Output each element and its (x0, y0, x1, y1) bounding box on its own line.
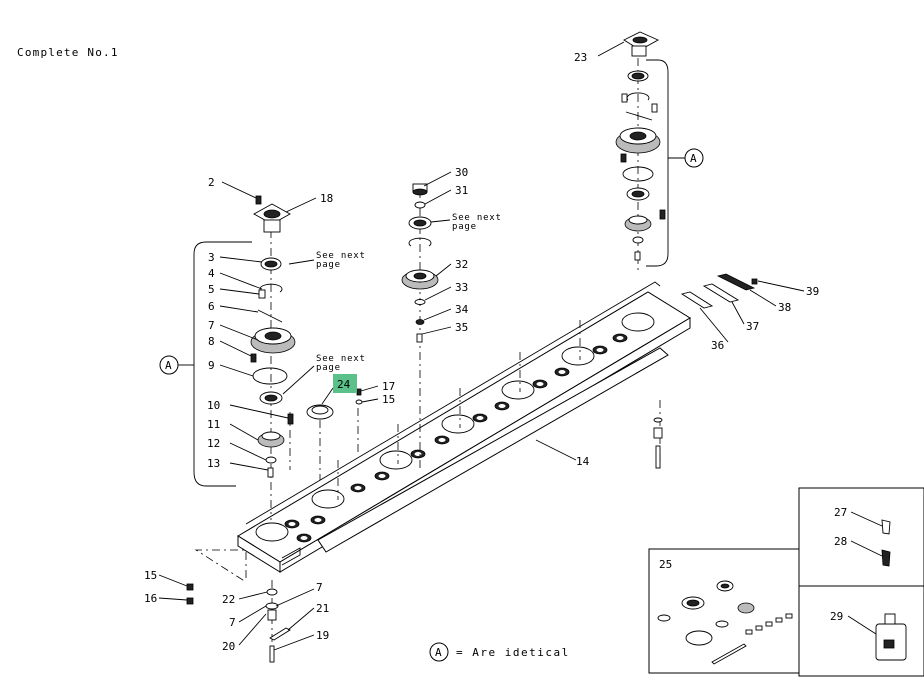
callout-24: 24 (337, 378, 351, 391)
callout-7: 7 (208, 319, 215, 332)
diagram-title: Complete No.1 (17, 46, 119, 59)
callout-13: 13 (207, 457, 220, 470)
callout-10: 10 (207, 399, 220, 412)
bearing-seats (284, 333, 628, 543)
legend-text: = Are idetical (456, 646, 570, 659)
center-drive-assembly: See next page (306, 171, 502, 480)
callout-8: 8 (208, 335, 215, 348)
callout-15: 15 (144, 569, 157, 582)
callout-22: 22 (222, 593, 235, 606)
disc-openings (255, 312, 655, 542)
box-29: 29 (798, 585, 924, 677)
svg-text:A: A (435, 646, 442, 659)
callout-6: 6 (208, 300, 215, 313)
callout-7-lower: 7 (229, 616, 236, 629)
callout-4: 4 (208, 267, 215, 280)
callout-12: 12 (207, 437, 220, 450)
callout-37: 37 (746, 320, 759, 333)
callout-2: 2 (208, 176, 215, 189)
svg-text:See next: See next (316, 251, 366, 261)
callout-28: 28 (834, 535, 847, 548)
callout-16: 16 (144, 592, 157, 605)
left-drive-assembly: See next page See next page A (159, 181, 366, 520)
callout-23: 23 (574, 51, 587, 64)
svg-text:page: page (316, 260, 341, 270)
callout-3: 3 (208, 251, 215, 264)
callout-32: 32 (455, 258, 468, 271)
bolt-2 (255, 195, 262, 205)
circlip-4 (259, 283, 283, 293)
callout-17: 17 (382, 380, 395, 393)
svg-text:A: A (165, 359, 172, 372)
callout-19: 19 (316, 629, 329, 642)
callout-31: 31 (455, 184, 468, 197)
svg-text:page: page (316, 363, 341, 373)
callout-11: 11 (207, 418, 220, 431)
alignment-axes (337, 320, 581, 500)
kit-box-25: 25 (648, 548, 800, 674)
callout-14: 14 (576, 455, 590, 468)
callout-27: 27 (834, 506, 847, 519)
svg-text:See next: See next (452, 213, 502, 223)
callout-21: 21 (316, 602, 329, 615)
callout-30: 30 (455, 166, 468, 179)
highlight-24 (333, 374, 357, 393)
callout-labels: 2 18 3 4 5 6 7 8 9 10 11 12 13 15 16 22 … (144, 51, 819, 653)
o-ring-9 (252, 367, 288, 385)
callout-34: 34 (455, 303, 469, 316)
lower-left-parts (158, 549, 315, 663)
callout-9: 9 (208, 359, 215, 372)
svg-text:A: A (690, 152, 697, 165)
pin-36 (680, 291, 714, 309)
callout-7-right: 7 (316, 581, 323, 594)
callout-35: 35 (455, 321, 468, 334)
guard-strip (317, 347, 669, 553)
legend-symbol (429, 642, 449, 662)
svg-text:page: page (452, 222, 477, 232)
callout-20: 20 (222, 640, 235, 653)
cutter-bar-assembly (237, 281, 691, 573)
callout-39: 39 (806, 285, 819, 298)
right-drive-assembly: A (535, 31, 805, 470)
callout-15b: 15 (382, 393, 395, 406)
callout-38: 38 (778, 301, 791, 314)
callout-36: 36 (711, 339, 724, 352)
svg-text:See next: See next (316, 354, 366, 364)
legend: A = Are idetical (429, 642, 570, 662)
callout-18: 18 (320, 192, 333, 205)
callout-5: 5 (208, 283, 215, 296)
callout-25: 25 (659, 558, 672, 571)
callout-29: 29 (830, 610, 843, 623)
box-27-28: 27 28 (798, 487, 924, 587)
callout-33: 33 (455, 281, 468, 294)
